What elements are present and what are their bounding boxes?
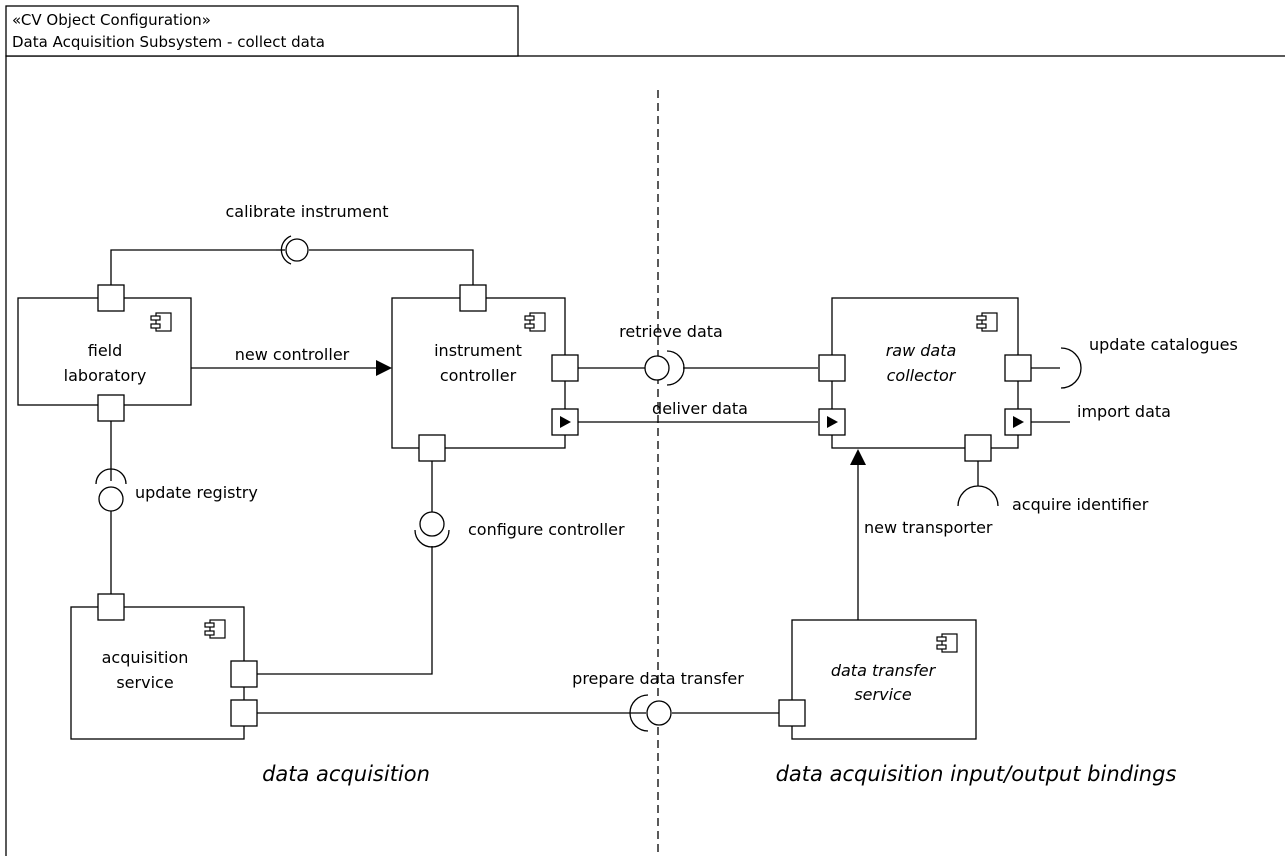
retrieve-data-label: retrieve data bbox=[619, 322, 723, 341]
port bbox=[230, 660, 258, 688]
diagram-frame: «CV Object Configuration» Data Acquisiti… bbox=[5, 5, 1285, 856]
component-field-laboratory[interactable]: field laboratory bbox=[17, 297, 192, 406]
port bbox=[97, 284, 125, 312]
component-data-transfer-service[interactable]: data transfer service bbox=[791, 619, 977, 740]
deliver-data-label: deliver data bbox=[652, 399, 748, 418]
raw-data-collector-label-2: collector bbox=[887, 366, 957, 385]
interface-symbols bbox=[95, 235, 1082, 732]
configure-controller-ball bbox=[419, 511, 445, 537]
port bbox=[97, 593, 125, 621]
prepare-data-transfer-label: prepare data transfer bbox=[572, 669, 744, 688]
update-catalogues-socket bbox=[1060, 347, 1082, 389]
import-data-label: import data bbox=[1077, 402, 1171, 421]
update-registry-ball bbox=[98, 486, 124, 512]
port bbox=[818, 354, 846, 382]
acquire-identifier-socket bbox=[957, 485, 999, 507]
field-laboratory-label-2: laboratory bbox=[64, 366, 147, 385]
prepare-data-transfer-ball bbox=[646, 700, 672, 726]
port bbox=[230, 699, 258, 727]
region-label-left: data acquisition bbox=[262, 762, 430, 786]
port bbox=[964, 434, 992, 462]
retrieve-data-ball bbox=[644, 355, 670, 381]
update-catalogues-label: update catalogues bbox=[1089, 335, 1238, 354]
acquisition-service-label-1: acquisition bbox=[102, 648, 189, 667]
data-transfer-service-label-2: service bbox=[854, 685, 911, 704]
port bbox=[778, 699, 806, 727]
acquire-identifier-label: acquire identifier bbox=[1012, 495, 1149, 514]
port bbox=[97, 394, 125, 422]
port bbox=[1004, 354, 1032, 382]
update-registry-label: update registry bbox=[135, 483, 258, 502]
field-laboratory-label-1: field bbox=[88, 341, 123, 360]
port bbox=[551, 354, 579, 382]
acquisition-service-label-2: service bbox=[116, 673, 173, 692]
port bbox=[459, 284, 487, 312]
instrument-controller-label-2: controller bbox=[440, 366, 517, 385]
raw-data-collector-label-1: raw data bbox=[886, 341, 957, 360]
component-instrument-controller[interactable]: instrument controller bbox=[391, 297, 566, 449]
header-stereotype: «CV Object Configuration» bbox=[12, 11, 211, 29]
configure-controller-label: configure controller bbox=[468, 520, 625, 539]
calibrate-instrument-ball bbox=[285, 238, 309, 262]
component-raw-data-collector[interactable]: raw data collector bbox=[831, 297, 1019, 449]
data-transfer-service-label-1: data transfer bbox=[831, 661, 937, 680]
port bbox=[418, 434, 446, 462]
port bbox=[1004, 408, 1032, 436]
labels: calibrate instrument update registry con… bbox=[135, 202, 1238, 786]
header-title: Data Acquisition Subsystem - collect dat… bbox=[12, 33, 325, 51]
instrument-controller-label-1: instrument bbox=[434, 341, 522, 360]
region-label-right: data acquisition input/output bindings bbox=[776, 762, 1177, 786]
ports bbox=[97, 284, 1032, 727]
component-acquisition-service[interactable]: acquisition service bbox=[70, 606, 245, 740]
calibrate-instrument-label: calibrate instrument bbox=[226, 202, 389, 221]
new-controller-label: new controller bbox=[235, 345, 350, 364]
connectors bbox=[110, 249, 1070, 714]
new-transporter-label: new transporter bbox=[864, 518, 993, 537]
